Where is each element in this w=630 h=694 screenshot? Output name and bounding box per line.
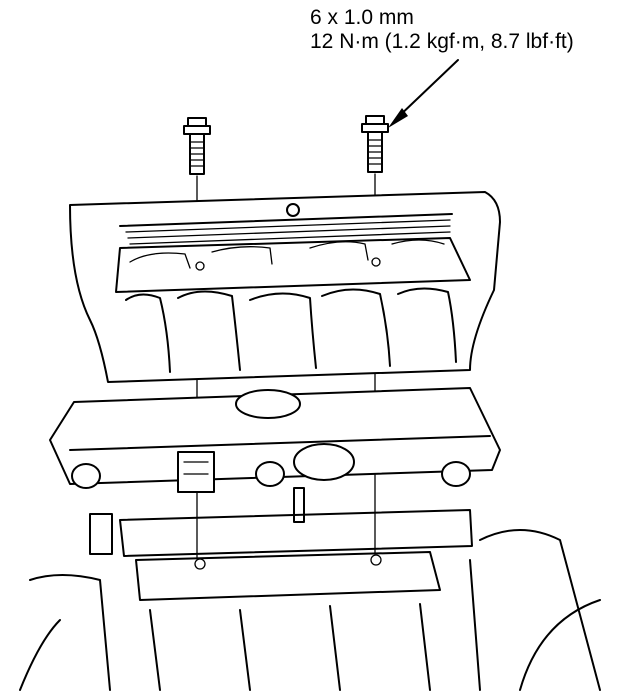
bolt-right-icon: [361, 115, 389, 173]
torque-callout-arrow: [388, 59, 459, 128]
engine-head-icon: [19, 387, 601, 691]
bolt-left-icon: [183, 117, 211, 175]
torque-callout: 6 x 1.0 mm 12 N·m (1.2 kgf·m, 8.7 lbf·ft…: [310, 6, 574, 54]
bolt-size-label: 6 x 1.0 mm: [310, 6, 414, 29]
torque-spec-label: 12 N·m (1.2 kgf·m, 8.7 lbf·ft): [310, 30, 574, 53]
engine-cover-icon: [69, 191, 501, 383]
